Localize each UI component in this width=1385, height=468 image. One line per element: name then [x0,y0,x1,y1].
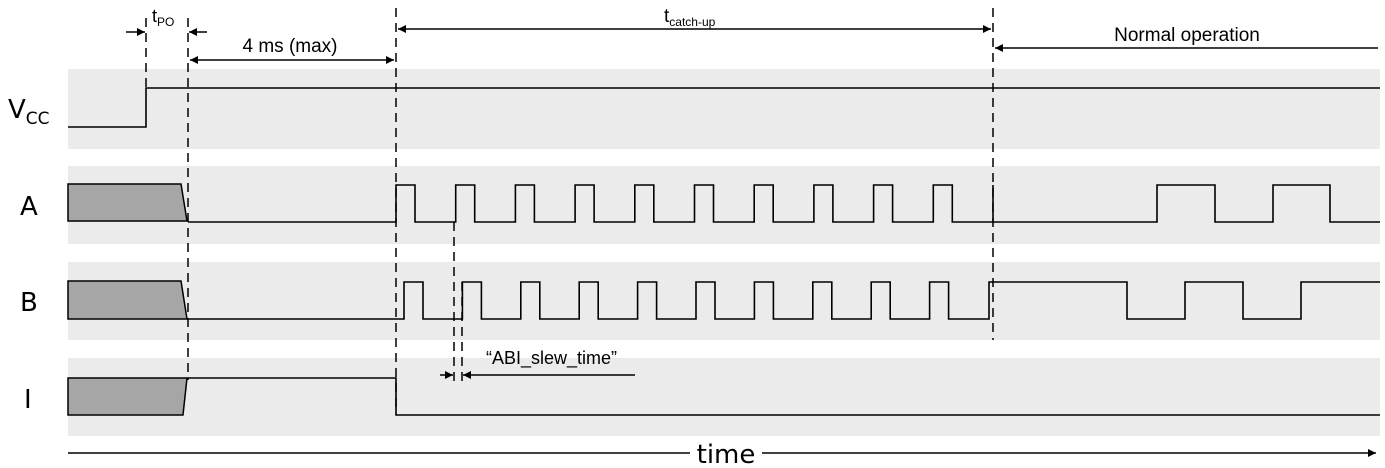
i-band [68,358,1380,436]
vcc-waveform [68,87,1380,128]
i-label: I [24,385,32,415]
tcatch-label: tcatch-up [664,6,716,29]
tpo-label: tPO [152,6,174,29]
vcc-band [68,69,1380,149]
a-band [68,166,1380,244]
i-undefined-block [67,377,188,416]
b-waveform [188,281,1380,320]
slew-label: “ABI_slew_time” [486,348,617,369]
normal-operation-label: Normal operation [1114,25,1260,46]
b-undefined-block [67,280,188,320]
i-waveform [187,377,1380,416]
time-label: time [697,440,756,468]
a-label: A [20,192,38,222]
undefined-blocks [67,183,188,416]
a-undefined-block [67,183,188,222]
vcc-label: VCC [8,95,50,129]
b-band [68,262,1380,340]
a-waveform [188,184,1380,223]
b-label: B [20,288,38,318]
signal-bands [68,69,1380,436]
four-ms-label: 4 ms (max) [243,36,338,57]
